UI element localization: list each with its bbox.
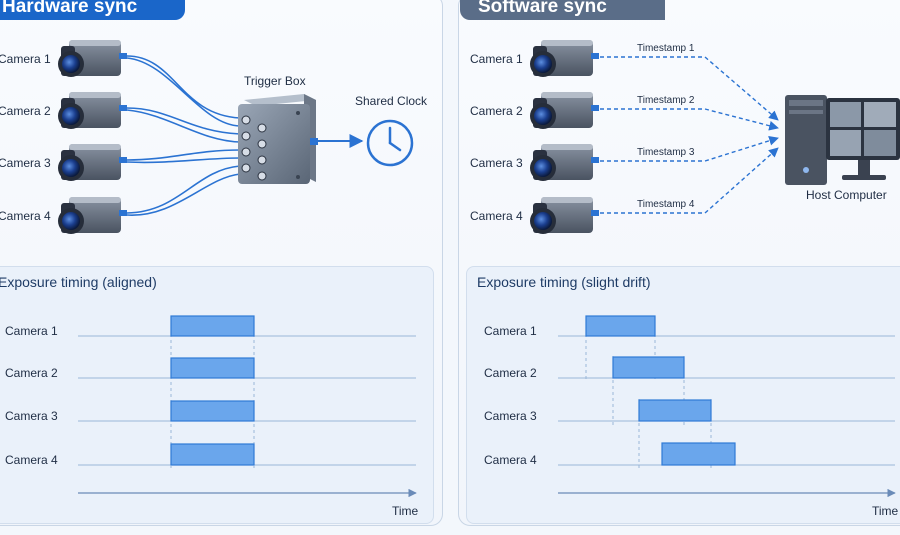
sw-camera-4-icon (530, 197, 599, 234)
hw-alignment-guides (170, 316, 255, 468)
sw-camera-3-icon (530, 144, 599, 181)
hw-cables (126, 55, 241, 216)
sw-pulse-camera-1 (585, 315, 656, 337)
sw-camera-3-label: Camera 3 (470, 156, 523, 170)
software-sync-title: Software sync (460, 0, 665, 20)
sw-pulse-camera-3 (638, 399, 712, 422)
sw-camera-4-label: Camera 4 (470, 209, 523, 223)
timestamp-3-label: Timestamp 3 (637, 147, 695, 158)
sw-timing-row-1-label: Camera 1 (484, 324, 537, 338)
hw-camera-4-icon (58, 197, 127, 234)
sw-pulse-camera-2 (612, 356, 685, 379)
sw-timing-row-4-label: Camera 4 (484, 453, 537, 467)
hw-camera-3-icon (58, 144, 127, 181)
software-timing-panel (466, 266, 900, 524)
hw-pulse-camera-3 (170, 400, 255, 422)
sw-timing-row-2-label: Camera 2 (484, 366, 537, 380)
hw-pulse-camera-4 (170, 443, 255, 466)
hw-camera-2-label: Camera 2 (0, 104, 51, 118)
hw-camera-1-icon (58, 40, 127, 77)
hardware-timing-panel (0, 266, 434, 524)
sw-camera-1-icon (530, 40, 599, 77)
trigger-box-icon (238, 94, 318, 184)
hw-timing-row-1-label: Camera 1 (5, 324, 58, 338)
hw-timing-row-3-label: Camera 3 (5, 409, 58, 423)
sw-camera-1-label: Camera 1 (470, 52, 523, 66)
hw-camera-3-label: Camera 3 (0, 156, 51, 170)
sw-timestamp-links (600, 56, 779, 214)
clock-icon (366, 119, 414, 167)
hw-timing-row-2-label: Camera 2 (5, 366, 58, 380)
sw-camera-2-label: Camera 2 (470, 104, 523, 118)
sw-pulse-camera-4 (661, 442, 736, 466)
sw-time-axis-label: Time (872, 504, 899, 518)
hw-camera-2-icon (58, 92, 127, 129)
hw-timing-row-4-label: Camera 4 (5, 453, 58, 467)
hw-camera-1-label: Camera 1 (0, 52, 51, 66)
hw-pulse-camera-1 (170, 315, 255, 337)
host-computer-label: Host Computer (806, 188, 887, 202)
sw-timing-row-3-label: Camera 3 (484, 409, 537, 423)
hw-camera-4-label: Camera 4 (0, 209, 51, 223)
sw-camera-2-icon (530, 92, 599, 129)
hw-time-axis-label: Time (392, 504, 419, 518)
host-computer-icon (785, 95, 900, 185)
timestamp-1-label: Timestamp 1 (637, 43, 695, 54)
shared-clock-label: Shared Clock (355, 94, 428, 108)
hw-pulse-camera-2 (170, 357, 255, 379)
timestamp-2-label: Timestamp 2 (637, 95, 695, 106)
trigger-box-label: Trigger Box (244, 74, 306, 88)
timestamp-4-label: Timestamp 4 (637, 199, 695, 210)
hw-timing-title: Exposure timing (aligned) (0, 274, 157, 290)
hardware-sync-title: Hardware sync (0, 0, 185, 20)
sw-timing-title: Exposure timing (slight drift) (477, 274, 651, 290)
